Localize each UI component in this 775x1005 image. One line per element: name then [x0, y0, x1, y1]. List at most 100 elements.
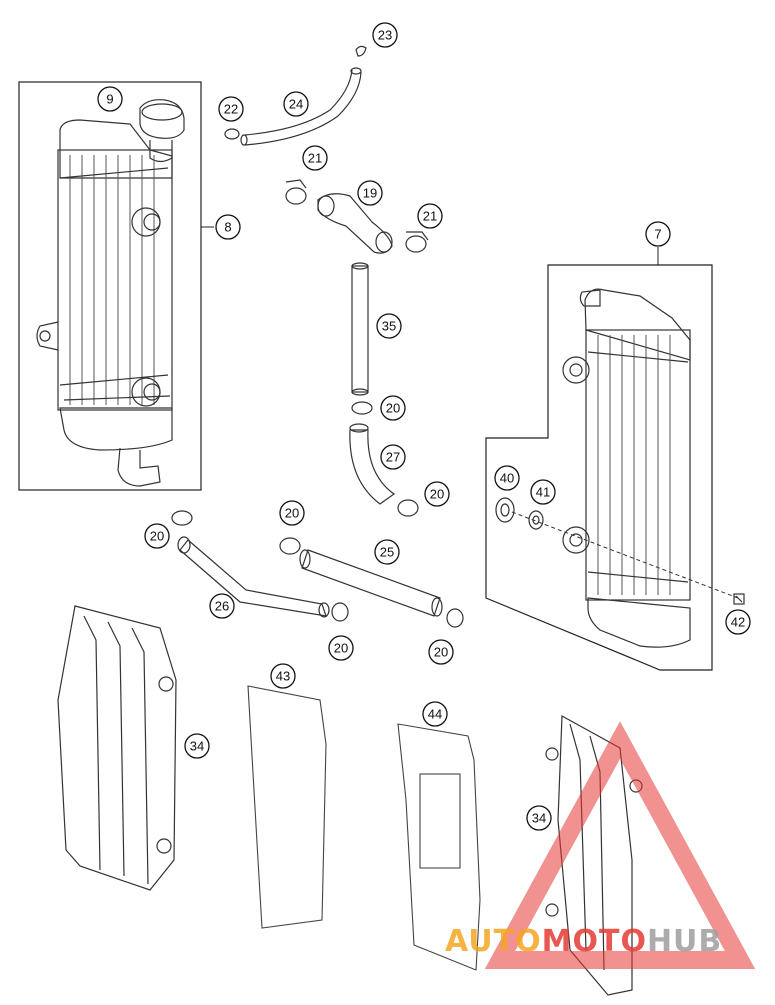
bolt-42 [733, 593, 745, 605]
callout-27: 27 [380, 444, 406, 470]
callout-circle [376, 313, 402, 339]
callout-label: 27 [386, 450, 400, 465]
callout-35: 35 [376, 313, 402, 339]
clamp-20-hose26-bottom [331, 602, 349, 622]
callout-circle [215, 214, 241, 240]
callout-label: 9 [106, 92, 113, 107]
callout-circle [530, 479, 556, 505]
tube-35 [351, 262, 369, 396]
callout-label: 20 [285, 506, 299, 521]
callout-40: 40 [494, 465, 520, 491]
callout-label: 21 [423, 209, 437, 224]
callout-circle [424, 481, 450, 507]
right-radiator [562, 288, 691, 648]
callout-circle [725, 609, 751, 635]
callout-20: 20 [279, 500, 305, 526]
callout-label: 43 [276, 669, 290, 684]
callout-label: 20 [386, 401, 400, 416]
clamp-21-right [405, 231, 429, 253]
callout-22: 22 [218, 96, 244, 122]
callout-circle [328, 635, 354, 661]
callout-label: 20 [334, 641, 348, 656]
clamp-20-hose27 [397, 499, 419, 517]
callout-34: 34 [184, 733, 210, 759]
callout-21: 21 [302, 145, 328, 171]
callout-9: 9 [97, 86, 123, 112]
breather-hose-24 [240, 67, 362, 146]
callout-20: 20 [424, 481, 450, 507]
callout-20: 20 [328, 635, 354, 661]
callout-44: 44 [422, 701, 448, 727]
assembly-dash-line [511, 511, 739, 599]
callout-25: 25 [374, 539, 400, 565]
group-frame-left-radiator [18, 81, 202, 491]
clamp-21-left [285, 179, 307, 205]
callout-24: 24 [283, 91, 309, 117]
callout-label: 20 [434, 645, 448, 660]
callout-20: 20 [428, 639, 454, 665]
callout-circle [218, 96, 244, 122]
callout-34: 34 [526, 805, 552, 831]
callout-label: 19 [363, 186, 377, 201]
watermark-text: AUTOMOTOHUB [445, 924, 722, 959]
callout-42: 42 [725, 609, 751, 635]
callout-circle [380, 395, 406, 421]
watermark-logo: AUTOMOTOHUB [445, 721, 756, 969]
callout-23: 23 [372, 22, 398, 48]
callout-43: 43 [270, 663, 296, 689]
callout-21: 21 [417, 203, 443, 229]
callout-circle [184, 733, 210, 759]
callout-label: 7 [654, 227, 661, 242]
left-radiator [36, 99, 185, 487]
callout-label: 40 [500, 471, 514, 486]
callout-label: 41 [536, 485, 550, 500]
callout-label: 23 [378, 28, 392, 43]
callout-circle [417, 203, 443, 229]
callout-circle [526, 805, 552, 831]
radiator-screen-44 [397, 723, 481, 971]
hose-26 [177, 536, 330, 618]
hose-clip-23 [355, 45, 367, 57]
group-frame-right-radiator [485, 264, 713, 671]
callout-circle [374, 539, 400, 565]
watermark-triangle [484, 721, 756, 969]
radiator-shroud-34-left [57, 605, 177, 891]
clamp-20-hose25-left [279, 537, 301, 555]
callout-label: 21 [308, 151, 322, 166]
washer-41 [528, 510, 544, 530]
callout-41: 41 [530, 479, 556, 505]
callout-circle [428, 639, 454, 665]
grommet-40 [495, 497, 515, 523]
callout-label: 20 [430, 487, 444, 502]
hose-25 [299, 549, 443, 617]
callout-label: 34 [190, 739, 204, 754]
callout-label: 20 [150, 529, 164, 544]
callout-19: 19 [357, 180, 383, 206]
callout-7: 7 [645, 221, 671, 247]
clamp-20-hose25-right [446, 608, 464, 628]
callout-circle [209, 593, 235, 619]
callout-20: 20 [144, 523, 170, 549]
callout-8: 8 [215, 214, 241, 240]
hose-27 [349, 423, 396, 505]
callout-circle [494, 465, 520, 491]
clamp-20-upper [351, 401, 373, 415]
callout-label: 8 [224, 220, 231, 235]
callout-circle [372, 22, 398, 48]
callout-circle [357, 180, 383, 206]
callout-circle [279, 500, 305, 526]
callout-label: 25 [380, 545, 394, 560]
callout-circle [283, 91, 309, 117]
callout-label: 22 [224, 102, 238, 117]
callout-label: 44 [428, 707, 442, 722]
callout-label: 26 [215, 599, 229, 614]
callout-label: 42 [731, 615, 745, 630]
callout-26: 26 [209, 593, 235, 619]
callout-circle [97, 86, 123, 112]
hose-clip-22 [224, 128, 240, 140]
callout-circle [422, 701, 448, 727]
radiator-screen-43 [247, 685, 327, 929]
callout-circle [270, 663, 296, 689]
thermostat-housing-19 [317, 193, 393, 254]
